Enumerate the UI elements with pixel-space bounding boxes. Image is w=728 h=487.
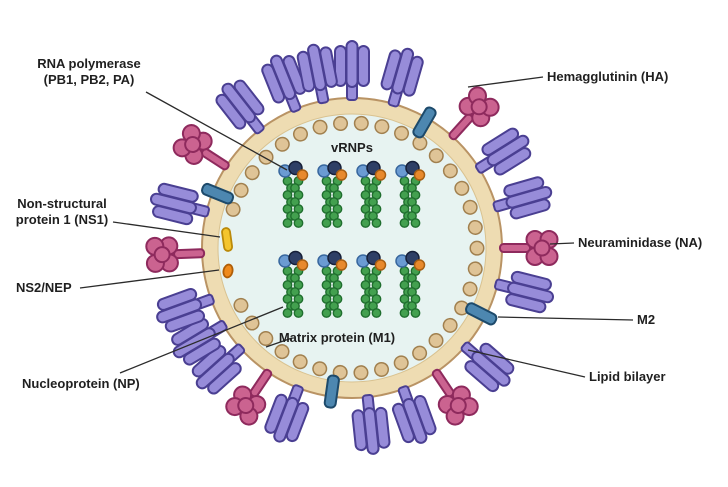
neuraminidase-label: Neuraminidase (NA) (578, 235, 702, 250)
rna-polymerase-label-line1: RNA polymerase (37, 56, 141, 71)
na-spike (499, 230, 559, 266)
nucleoprotein-pointer-line (119, 306, 284, 374)
rna-polymerase-label-line2: (PB1, PB2, PA) (44, 72, 135, 87)
lipid-bilayer-label: Lipid bilayer (589, 369, 666, 384)
ns1-label-line2: protein 1 (NS1) (16, 212, 108, 227)
ns1-protein (221, 227, 234, 252)
rna-polymerase-pointer-line (145, 91, 288, 171)
ns2-pointer-line (79, 269, 220, 289)
hemagglutinin-pointer-line (467, 76, 544, 88)
ns2-label: NS2/NEP (16, 280, 72, 295)
ha-spike (294, 40, 342, 107)
matrix-label: Matrix protein (M1) (279, 330, 395, 345)
ha-spike (334, 40, 370, 101)
matrix-m1-ring (227, 117, 483, 379)
matrix-pointer-line (265, 337, 293, 348)
ns1-label-line1: Non-structural (17, 196, 107, 211)
ns1-pointer-line (112, 221, 221, 238)
ha-spike (349, 392, 392, 457)
lipid-bilayer-pointer-line (467, 349, 586, 378)
ns2-nep-protein (222, 263, 234, 279)
hemagglutinin-label: Hemagglutinin (HA) (547, 69, 668, 84)
neuraminidase-pointer-line (549, 242, 575, 245)
m2-pointer-line (497, 316, 634, 321)
nucleoprotein-label: Nucleoprotein (NP) (22, 376, 140, 391)
ha-spike (490, 266, 558, 316)
na-spike (145, 235, 206, 274)
vrnps-label: vRNPs (331, 140, 373, 155)
m2-label: M2 (637, 312, 655, 327)
